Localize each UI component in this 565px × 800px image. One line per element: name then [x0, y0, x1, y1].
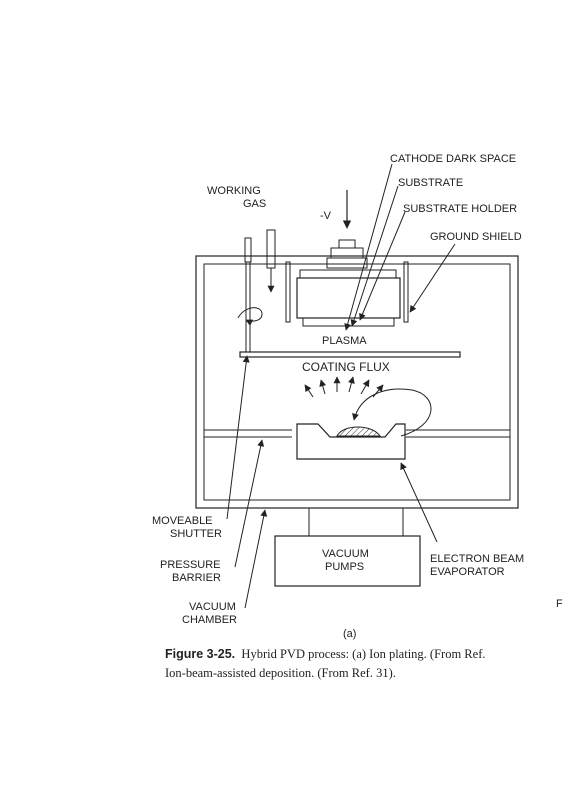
vacuum-pumps-label-line1: VACUUM	[322, 548, 369, 560]
moveable-shutter-label-line2: SHUTTER	[170, 528, 222, 540]
vacuum-pumps	[274, 507, 421, 587]
plasma-label: PLASMA	[322, 335, 367, 347]
pressure-barrier-label-line1: PRESSURE	[160, 559, 221, 571]
electron-beam-label-line1: ELECTRON BEAM	[430, 553, 524, 565]
working-gas-inlet	[266, 229, 276, 293]
moveable-shutter	[237, 237, 461, 358]
voltage-label: -V	[320, 210, 332, 222]
leader-lines	[226, 163, 456, 609]
pressure-barrier	[204, 429, 510, 438]
vacuum-pumps-label-line2: PUMPS	[325, 561, 364, 573]
ground-shield	[285, 261, 409, 323]
vacuum-chamber-label-line2: CHAMBER	[182, 614, 237, 626]
cathode-dark-space-label: CATHODE DARK SPACE	[390, 153, 516, 165]
ground-shield-label: GROUND SHIELD	[430, 231, 522, 243]
electron-beam-evaporator	[296, 388, 432, 460]
caption-text-1: Hybrid PVD process: (a) Ion plating. (Fr…	[241, 647, 486, 661]
vacuum-chamber-label-line1: VACUUM	[189, 601, 236, 613]
working-gas-label-line1: WORKING	[207, 185, 261, 197]
pressure-barrier-label-line2: BARRIER	[172, 572, 221, 584]
substrate-holder-label: SUBSTRATE HOLDER	[403, 203, 517, 215]
panel-label: (a)	[343, 628, 357, 640]
coating-flux-arrows	[304, 376, 384, 398]
cropped-edge-letter: F	[556, 598, 563, 610]
substrate-label: SUBSTRATE	[398, 177, 463, 189]
figure-caption: Figure 3-25. Hybrid PVD process: (a) Ion…	[165, 645, 565, 683]
caption-text-2: Ion-beam-assisted deposition. (From Ref.…	[165, 666, 396, 680]
caption-line-2: Ion-beam-assisted deposition. (From Ref.…	[165, 664, 565, 683]
caption-line-1: Figure 3-25. Hybrid PVD process: (a) Ion…	[165, 645, 565, 664]
substrate-holder	[296, 190, 401, 327]
moveable-shutter-label-line1: MOVEABLE	[152, 515, 213, 527]
working-gas-label-line2: GAS	[243, 198, 266, 210]
coating-flux-label: COATING FLUX	[302, 360, 390, 374]
figure-number: Figure 3-25.	[165, 647, 236, 661]
electron-beam-label-line2: EVAPORATOR	[430, 566, 505, 578]
